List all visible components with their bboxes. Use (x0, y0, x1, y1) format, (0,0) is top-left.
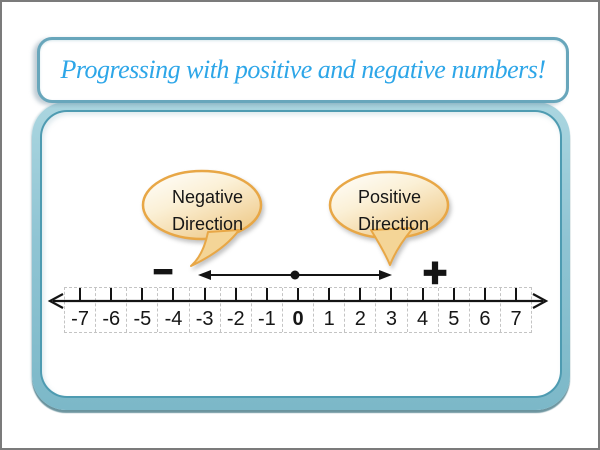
numberline-value: -3 (195, 308, 214, 330)
slide-title: Progressing with positive and negative n… (60, 55, 546, 84)
numberline-cell: -2 (219, 288, 251, 332)
tick-mark (172, 288, 175, 301)
tick-mark (452, 288, 455, 301)
tick-mark (390, 288, 393, 301)
title-banner: Progressing with positive and negative n… (37, 37, 569, 103)
numberline-cell: 3 (375, 288, 406, 332)
positive-bubble-label: Positive Direction (358, 187, 430, 234)
numberline-value: -1 (258, 308, 276, 330)
numberline-cell: 4 (406, 288, 438, 332)
numberline-value: -2 (226, 308, 245, 330)
numberline-cell: -4 (157, 288, 188, 332)
numberline-value: 1 (323, 308, 335, 330)
numberline-cell: 7 (499, 288, 531, 332)
numberline-value: 4 (417, 308, 429, 330)
tick-mark (359, 288, 362, 301)
tick-mark (234, 288, 237, 301)
tick-mark (265, 288, 268, 301)
numberline-value: 7 (510, 308, 522, 330)
content-frame (32, 102, 570, 410)
tick-mark (203, 288, 206, 301)
numberline-value: -7 (71, 308, 89, 330)
numberline-cell: -3 (188, 288, 220, 332)
minus-sign: − (152, 252, 173, 292)
tick-mark (297, 288, 300, 301)
numberline-cell: 1 (313, 288, 344, 332)
tick-mark (110, 288, 113, 301)
content-frame-inner (42, 112, 560, 396)
tick-mark (515, 288, 518, 301)
numberline-value: 6 (479, 308, 491, 330)
numberline-cell: -1 (250, 288, 282, 332)
numberline-value: 5 (448, 308, 460, 330)
numberline-value: -4 (164, 308, 183, 330)
numberline-cell: -6 (95, 288, 126, 332)
numberline-value: 2 (354, 308, 366, 330)
numberline-value: 3 (385, 308, 398, 330)
tick-mark (141, 288, 144, 301)
tick-mark (328, 288, 331, 301)
numberline-value: -6 (102, 308, 121, 330)
numberline-cell: 0 (281, 288, 313, 332)
negative-bubble-label: Negative Direction (172, 187, 244, 234)
numberline-value: -5 (133, 308, 152, 330)
tick-mark (483, 288, 486, 301)
tick-mark (421, 288, 424, 301)
numberline-cell: -5 (126, 288, 157, 332)
plus-sign: + (422, 249, 448, 296)
tick-mark (79, 288, 82, 301)
numberline-cell: -7 (65, 288, 95, 332)
numberline-cell: 2 (344, 288, 375, 332)
numberline-cell: 6 (468, 288, 500, 332)
numberline-cell: 5 (437, 288, 469, 332)
numberline-value: 0 (292, 308, 304, 330)
